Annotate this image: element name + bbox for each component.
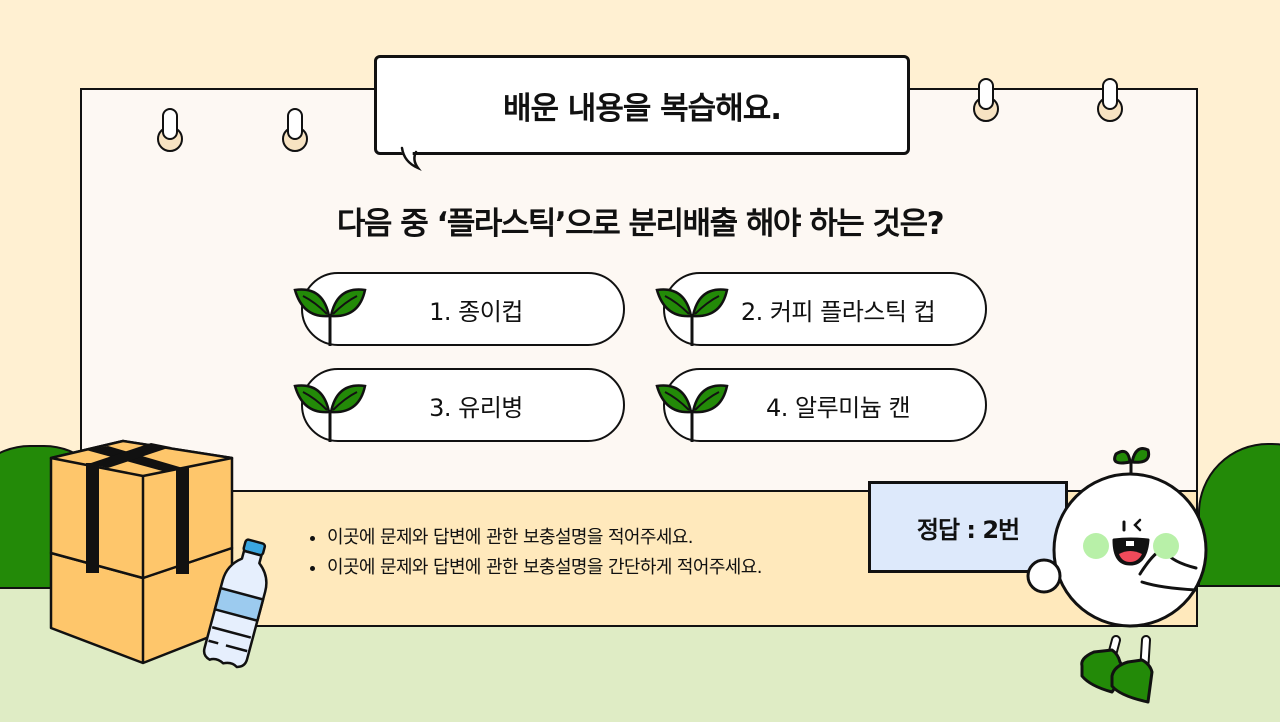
- option-4-button[interactable]: 4. 알루미늄 캔: [655, 368, 987, 442]
- question-text: 다음 중 ‘플라스틱’으로 분리배출 해야 하는 것은?: [336, 206, 945, 242]
- note-item: 이곳에 문제와 답변에 관한 보충설명을 간단하게 적어주세요.: [327, 553, 762, 583]
- option-label: 1. 종이컵: [429, 297, 523, 326]
- note-item: 이곳에 문제와 답변에 관한 보충설명을 적어주세요.: [327, 523, 762, 553]
- sprout-icon: [293, 384, 367, 442]
- option-3-button[interactable]: 3. 유리병: [293, 368, 625, 442]
- binder-ring-icon: [282, 108, 308, 152]
- option-label: 4. 알루미늄 캔: [765, 393, 911, 422]
- cardboard-box-icon: [49, 439, 234, 665]
- plastic-bottle-icon: [202, 538, 268, 669]
- sprout-icon: [655, 288, 729, 346]
- option-2-button[interactable]: 2. 커피 플라스틱 컵: [655, 272, 987, 346]
- sprout-mascot-icon: [1026, 447, 1208, 704]
- option-label: 3. 유리병: [429, 393, 523, 422]
- page-title: 배운 내용을 복습해요.: [502, 90, 782, 127]
- binder-ring-icon: [157, 108, 183, 152]
- sprout-icon: [655, 384, 729, 442]
- answer-text: 정답 : 2번: [916, 515, 1020, 544]
- explanation-notes: 이곳에 문제와 답변에 관한 보충설명을 적어주세요. 이곳에 문제와 답변에 …: [305, 523, 762, 583]
- binder-ring-icon: [1097, 78, 1123, 122]
- option-label: 2. 커피 플라스틱 컵: [740, 297, 936, 326]
- option-1-button[interactable]: 1. 종이컵: [293, 272, 625, 346]
- binder-ring-icon: [973, 78, 999, 122]
- answer-card: 정답 : 2번: [868, 481, 1068, 573]
- sprout-icon: [293, 288, 367, 346]
- question-board: [80, 88, 1198, 492]
- title-speech-bubble: 배운 내용을 복습해요.: [374, 55, 910, 155]
- speech-bubble-tail-icon: [400, 146, 422, 171]
